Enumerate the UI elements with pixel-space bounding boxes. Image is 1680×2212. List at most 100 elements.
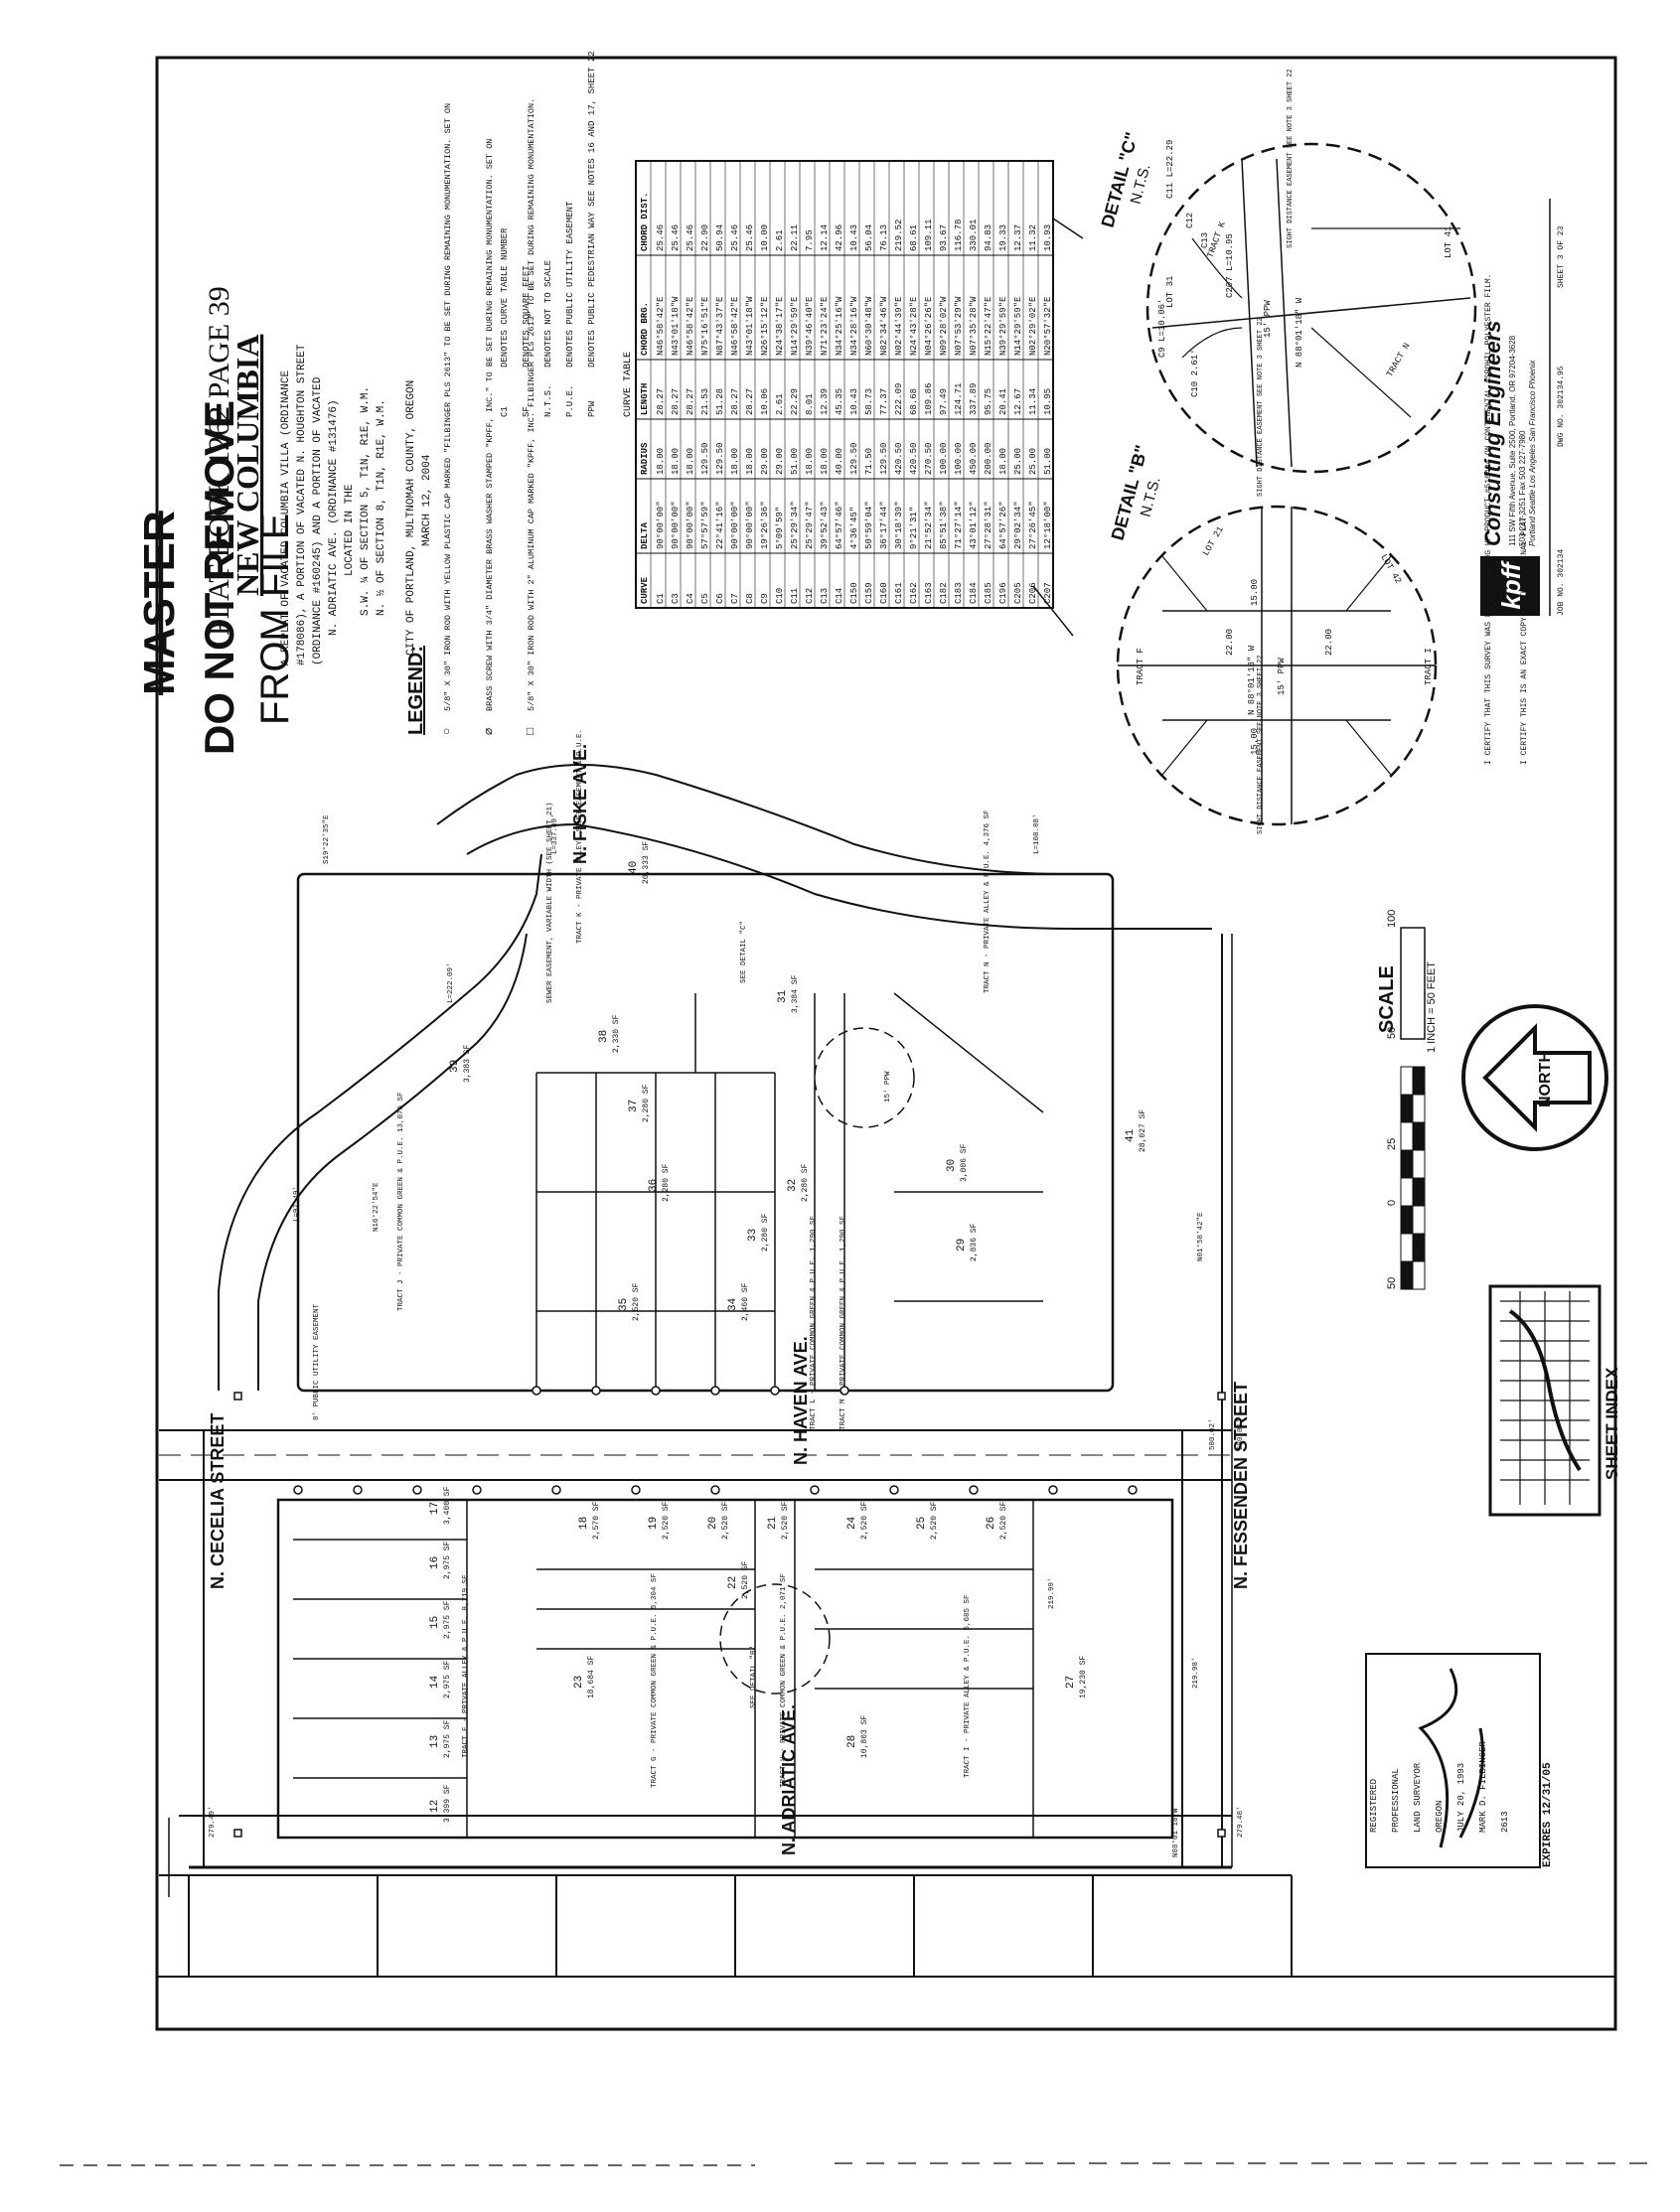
map-note: SEWER EASEMENT, VARIABLE WIDTH (SEE SHEE… [546,802,554,1003]
abbr-text-4: DENOTES PUBLIC PEDESTRIAN WAY SEE NOTES … [587,51,597,368]
detail-c-ppw: 15' PPW [1263,300,1273,338]
curve-table-cell: 10.93 [1043,224,1053,251]
curve-table-cell: 420.50 [894,443,904,475]
curve-table-cell: 4°36'45" [849,507,859,549]
title-block: PLAT BOOK 1262 PAGE 39 NEW COLUMBIA A RE… [203,286,433,665]
curve-table-cell: C3 [671,593,681,604]
curve-table-cell: C207 [1043,582,1053,604]
abbr-text-3: DENOTES PUBLIC UTILITY EASEMENT [565,201,575,368]
curve-table-cell: N14°29'59"E [1013,297,1023,356]
master-stamp: MASTER DO NOT REMOVE FROM FILE [135,400,297,755]
lot-id: 13 [429,1735,441,1748]
curve-table-cell: 7.95 [805,229,815,251]
tract-label: TRACT M - PRIVATE COMMON GREEN & P.U.E. … [840,1216,847,1430]
curve-table-cell: C205 [1013,582,1023,604]
tract-label: TRACT K - PRIVATE ALLEY, SEWER EASEMENT … [576,729,584,944]
curve-table-cell: 36°17'44" [879,501,889,549]
cert-line2: I CERTIFY THIS IS AN EXACT COPY OF THE O… [1520,513,1529,765]
seal-line: 2613 [1500,1811,1510,1833]
lot-id: 20 [707,1517,719,1530]
detail-b-tractf: TRACT F [1136,648,1145,685]
detail-b-leader [1032,585,1074,637]
kpff-logo-box [1480,556,1540,616]
map-note: 8' PUBLIC UTILITY EASEMENT [313,1303,321,1420]
legend-text-2: 5/8" X 30" IRON ROD WITH 2" ALUMINUM CAP… [527,98,536,711]
abbr-text-2: DENOTES NOT TO SCALE [543,260,553,368]
curve-table-cell: N04°26'26"E [924,297,934,356]
detail-c-c12: C12 [1185,213,1195,228]
lot-area: 28,027 SF [1139,1109,1147,1152]
curve-table-cell: N09°28'02"W [939,296,949,356]
dwg-no: DWG NO. 302134.95 [1557,366,1566,447]
lot-area: 2,520 SF [930,1501,939,1540]
curve-table-cell: 129.50 [849,443,859,475]
curve-table-cell: 45.35 [835,388,844,415]
street-fessenden: N. FESSENDEN STREET [1231,1382,1251,1589]
curve-table-cell: 28.27 [686,388,695,415]
seal-line: REGISTERED [1369,1779,1379,1833]
detail-c-lot31: LOT 31 [1165,276,1175,308]
curve-table-header: CHORD BRG. [640,302,650,356]
curve-table-cell: N15°22'47"E [984,297,993,356]
curve-table-cell: N34°25'16"W [835,296,844,356]
scale-tick: 25 [1386,1138,1398,1150]
map-bearing: 279.49' [209,1806,217,1838]
curve-table-cell: 25.46 [671,224,681,251]
lot-id: 33 [747,1229,759,1242]
detail-c-tractn: TRACT N [1385,342,1413,379]
curve-table-cell: 12°18'00" [1043,501,1053,549]
street-fiske: N. FISKE AVE. [570,744,590,864]
curve-table-cell: 19°26'36" [760,501,770,549]
curve-table-cell: 337.89 [969,383,979,415]
curve-table-cell: 10.43 [849,388,859,415]
curve-table-cell: C12 [805,588,815,604]
legend-sym-1: ⌀ [481,728,495,735]
scale-tick: 50 [1386,1277,1398,1289]
lot-id: 39 [449,1060,461,1073]
map-bearing: L=337.89' [551,813,559,854]
curve-table-cell: 51.00 [790,448,800,475]
scale-tick: 50 [1386,1027,1398,1039]
curve-table-cell: N43°01'18"W [745,296,755,356]
curve-table-cell: 25.46 [656,224,666,251]
curve-table-cell: 450.00 [969,443,979,475]
curve-table-cell: 2.61 [775,393,785,415]
seal-line: LAND SURVEYOR [1413,1762,1423,1833]
map-bearing: N88°01'18"W [1171,1808,1180,1857]
north-label: NORTH [1537,1051,1554,1107]
tract-label: TRACT F - PRIVATE ALLEY & P.U.E. 8,719 S… [462,1574,470,1758]
curve-table-cell: 18.00 [686,448,695,475]
firm-block: kpff Consulting Engineers 111 SW Fifth A… [1480,199,1566,616]
curve-table-cell: 76.13 [879,224,889,251]
curve-table-cell: 64°57'46" [835,501,844,549]
curve-table-cell: C13 [820,588,830,604]
lot-area: 3,383 SF [463,1044,472,1083]
lot-area: 3,384 SF [791,974,800,1013]
curve-table-cell: 5°09'59" [775,507,785,549]
street-haven: N. HAVEN AVE. [791,1336,811,1465]
desc-line-4: LOCATED IN THE [344,484,356,576]
curve-table-cell: 109.86 [924,383,934,415]
abbr-code-4: PPW [587,400,597,417]
curve-table-cell: 18.00 [671,448,681,475]
curve-table-cell: N02°44'39"E [894,297,904,356]
curve-table-cell: 93.67 [939,224,949,251]
map-bearing: 279.48' [1237,1806,1245,1838]
curve-table-cell: C161 [894,582,904,604]
curve-table-cell: N24°43'28"E [909,297,919,356]
curve-table-cell: 124.71 [954,383,964,415]
seal-line: JULY 20, 1993 [1456,1763,1466,1833]
curve-table-cell: C182 [939,582,949,604]
scan-artifacts [60,2162,1649,2166]
curve-table-cell: C196 [998,582,1008,604]
lot-area: 18,684 SF [587,1656,596,1698]
curve-table-cell: 64°57'26" [998,501,1008,549]
detail-b-ppw: 15' PPW [1277,658,1287,695]
curve-table-cell: 11.34 [1028,388,1038,415]
cert-line1: I CERTIFY THAT THIS SURVEY WAS PREPARED … [1484,274,1493,765]
map-bearing: L=108.88' [1033,813,1041,854]
detail-b-sight2: SIGHT DISTANCE EASEMENT SEE NOTE 3 SHEET… [1257,655,1265,834]
